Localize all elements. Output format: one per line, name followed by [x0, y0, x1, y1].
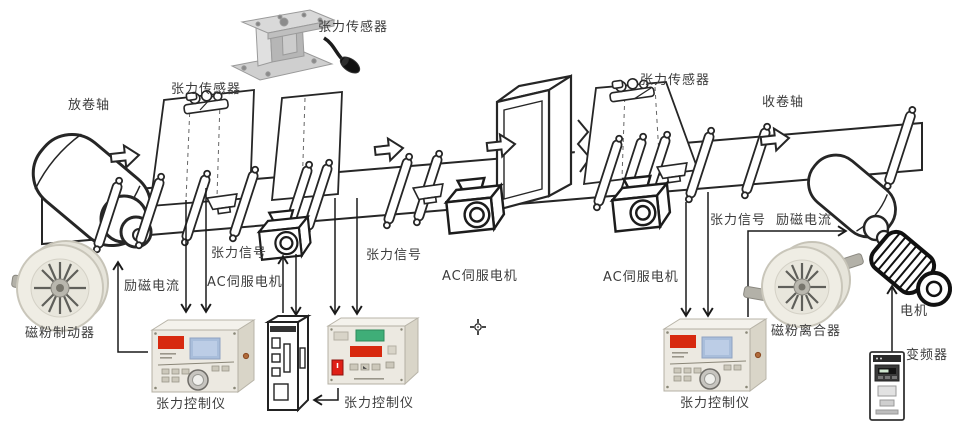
sensor-mount-1	[205, 192, 238, 215]
sensor-mount-2	[411, 182, 444, 205]
servo-drive-drawing	[264, 314, 312, 413]
label-tension-signal-1: 张力信号	[211, 246, 268, 261]
servo-motor-1-drawing	[256, 208, 312, 261]
label-tension-sensor-left: 张力传感器	[171, 82, 242, 97]
label-excitation-current-right: 励磁电流	[776, 213, 833, 228]
cursor-crosshair-icon	[470, 319, 486, 335]
label-servo-motor-2: AC伺服电机	[442, 269, 518, 284]
line-tension-sensor-1	[183, 90, 229, 115]
tension-sensor-photo	[230, 9, 361, 81]
excitation-line-brake	[112, 260, 148, 353]
process-station	[495, 73, 573, 212]
label-excitation-current-left: 励磁电流	[124, 279, 181, 294]
label-tension-controller-1: 张力控制仪	[156, 397, 227, 412]
label-tension-signal-3: 张力信号	[710, 213, 767, 228]
controller2-to-drive-line	[312, 388, 339, 406]
servo-motor-3-drawing	[609, 174, 672, 233]
powder-brake-photo	[11, 240, 109, 332]
label-servo-motor-1: AC伺服电机	[207, 275, 283, 290]
label-tension-sensor-right: 张力传感器	[640, 73, 711, 88]
label-motor: 电机	[900, 304, 929, 319]
line-tension-sensor-2	[609, 78, 655, 103]
sensor-mount-3	[655, 161, 688, 184]
label-tension-sensor-product: 张力传感器	[318, 20, 389, 35]
web-line-illustration	[31, 73, 953, 307]
inverter-photo	[869, 351, 905, 421]
label-powder-clutch: 磁粉离合器	[771, 324, 842, 339]
powder-clutch-photo	[743, 241, 864, 328]
label-servo-motor-3: AC伺服电机	[603, 270, 679, 285]
label-inverter: 变频器	[906, 348, 949, 363]
label-tension-signal-2: 张力信号	[366, 248, 423, 263]
signal-lines	[112, 188, 898, 406]
label-tension-controller-2: 张力控制仪	[344, 396, 415, 411]
rewind-motor-drawing	[869, 229, 953, 307]
tension-controller-3-photo	[662, 318, 768, 392]
servo-motor-2-drawing	[443, 176, 506, 235]
tension-controller-2-photo	[326, 317, 420, 386]
label-unwind-shaft: 放卷轴	[68, 98, 111, 113]
label-powder-brake: 磁粉制动器	[25, 326, 96, 341]
label-rewind-shaft: 收卷轴	[762, 95, 805, 110]
label-tension-controller-3: 张力控制仪	[680, 396, 751, 411]
tension-controller-1-photo	[150, 319, 256, 393]
